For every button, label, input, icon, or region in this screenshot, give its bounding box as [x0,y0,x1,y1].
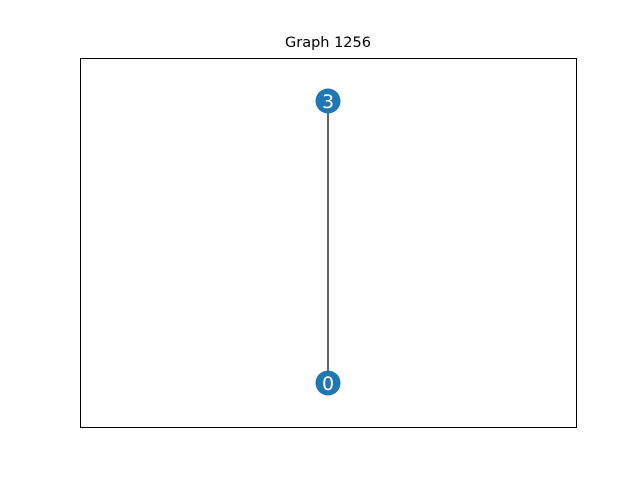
graph-title: Graph 1256 [285,35,371,51]
node-0-circle [315,370,341,396]
node-0-label: 0 [322,373,334,395]
node-3-circle [315,88,341,114]
node-3: 3 [315,88,341,114]
plot-frame [80,58,577,428]
node-0: 0 [315,370,341,396]
node-3-label: 3 [322,91,334,113]
